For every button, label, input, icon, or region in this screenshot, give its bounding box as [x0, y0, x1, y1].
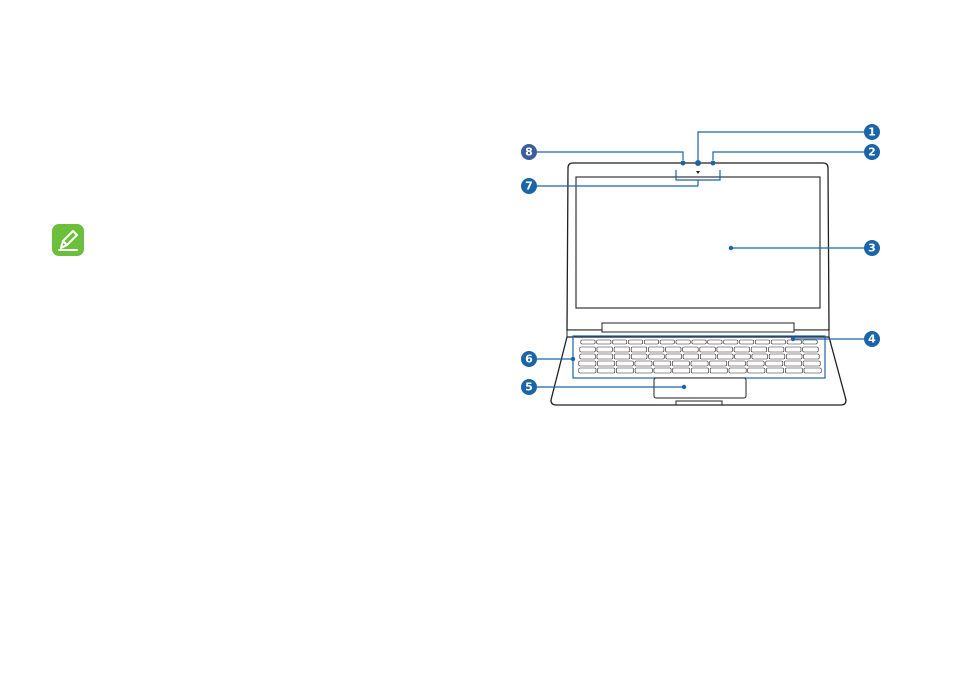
callout-4: 4 — [864, 331, 880, 347]
keyboard-key — [673, 368, 690, 373]
keyboard-key — [580, 347, 596, 352]
keyboard-key — [740, 340, 754, 344]
callout-5: 5 — [521, 379, 537, 395]
callout-8: 8 — [521, 144, 537, 160]
keyboard-key — [729, 368, 746, 373]
svg-text:5: 5 — [525, 381, 533, 394]
keyboard-key — [768, 347, 784, 352]
keyboard-key — [691, 368, 708, 373]
keyboard-key — [683, 347, 699, 352]
keyboard-key — [672, 361, 689, 366]
keyboard-key — [784, 361, 801, 366]
keyboard-key — [616, 368, 633, 373]
callout-2: 2 — [864, 144, 880, 160]
keyboard-key — [786, 354, 802, 359]
keyboard-key — [718, 354, 734, 359]
keyboard-key — [628, 340, 642, 344]
keyboard-key — [734, 347, 750, 352]
keyboard-key — [751, 347, 767, 352]
keyboard-key — [579, 361, 596, 366]
keyboard-key — [613, 340, 627, 344]
keyboard-key — [786, 347, 802, 352]
keyboard-key — [710, 361, 727, 366]
keyboard-key — [724, 340, 738, 344]
keyboard-key — [735, 354, 751, 359]
svg-text:7: 7 — [525, 180, 533, 193]
keyboard-key — [747, 361, 764, 366]
keyboard-key — [728, 361, 745, 366]
keyboard-key — [803, 340, 817, 344]
camera-lens — [695, 160, 701, 166]
callout-3: 3 — [864, 240, 880, 256]
keyboard-key — [683, 354, 699, 359]
keyboard-key — [676, 340, 690, 344]
svg-text:3: 3 — [868, 242, 876, 255]
keyboard-key — [691, 361, 708, 366]
keyboard-key — [803, 361, 820, 366]
keyboard-key — [648, 347, 664, 352]
keyboard-key — [752, 354, 768, 359]
keyboard-key — [804, 354, 820, 359]
svg-text:8: 8 — [525, 146, 533, 159]
keyboard-key — [755, 340, 769, 344]
keyboard-key — [581, 340, 595, 344]
touchpad — [654, 378, 746, 398]
keyboard-key — [767, 368, 784, 373]
keyboard-key — [692, 340, 706, 344]
keyboard-key — [649, 354, 665, 359]
keyboard-key — [580, 354, 596, 359]
callout-1: 1 — [864, 124, 880, 140]
keyboard-key — [708, 340, 722, 344]
svg-text:6: 6 — [525, 353, 533, 366]
svg-text:4: 4 — [868, 333, 876, 346]
callout-7: 7 — [521, 178, 537, 194]
microphone-left — [681, 161, 686, 166]
keyboard-key — [700, 354, 716, 359]
keyboard-key — [771, 340, 785, 344]
keyboard-key — [666, 354, 682, 359]
keyboard-key — [717, 347, 733, 352]
keyboard-key — [598, 361, 615, 366]
camera-indicator — [711, 161, 716, 166]
keyboard-key — [803, 347, 819, 352]
keyboard-key — [598, 368, 615, 373]
keyboard-key — [635, 368, 652, 373]
keyboard-key — [614, 354, 630, 359]
keyboard-key — [614, 347, 630, 352]
keyboard-key — [785, 368, 802, 373]
keyboard-key — [644, 340, 658, 344]
keyboard-key — [666, 347, 682, 352]
keyboard-key — [710, 368, 727, 373]
keyboard-key — [766, 361, 783, 366]
keyboard-key — [597, 347, 613, 352]
svg-text:2: 2 — [868, 146, 876, 159]
callout-6: 6 — [521, 351, 537, 367]
keyboard-key — [631, 347, 647, 352]
screen — [576, 177, 820, 308]
keyboard-key — [660, 340, 674, 344]
keyboard-key — [769, 354, 785, 359]
keyboard-key — [631, 354, 647, 359]
keyboard-key — [654, 361, 671, 366]
keyboard-key — [597, 354, 613, 359]
keyboard-key — [700, 347, 716, 352]
keyboard-key — [654, 368, 671, 373]
keyboard-key — [597, 340, 611, 344]
keyboard-key — [635, 361, 652, 366]
keyboard-key — [579, 368, 596, 373]
keyboard-key — [748, 368, 765, 373]
svg-text:1: 1 — [868, 126, 876, 139]
keyboard-key — [616, 361, 633, 366]
keyboard-key — [804, 368, 821, 373]
